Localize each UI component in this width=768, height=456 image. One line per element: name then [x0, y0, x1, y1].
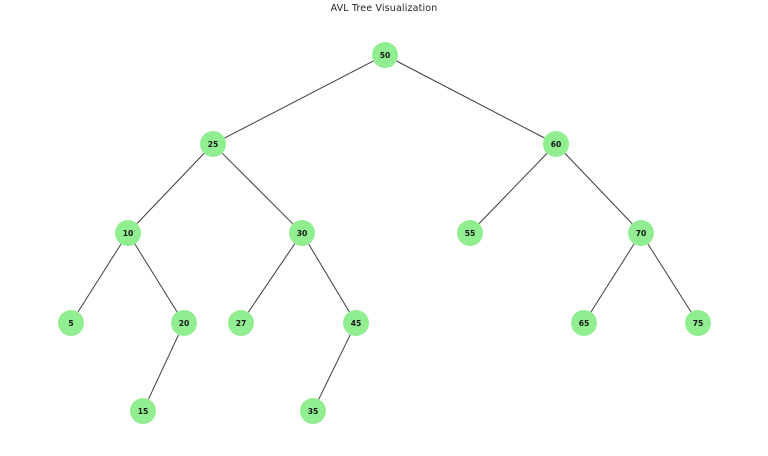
tree-edge-30-to-27 — [247, 243, 296, 313]
node-circle-20[interactable] — [171, 310, 197, 336]
node-circle-15[interactable] — [130, 398, 156, 424]
tree-node-65[interactable]: 65 — [571, 310, 597, 336]
tree-node-45[interactable]: 45 — [343, 310, 369, 336]
tree-edge-60-to-70 — [564, 153, 633, 224]
tree-edge-10-to-20 — [134, 243, 178, 313]
tree-node-70[interactable]: 70 — [628, 220, 654, 246]
tree-edge-30-to-45 — [308, 243, 350, 313]
page-title: AVL Tree Visualization — [330, 3, 438, 14]
node-circle-27[interactable] — [228, 310, 254, 336]
tree-edge-50-to-60 — [396, 60, 545, 139]
node-circle-10[interactable] — [115, 220, 141, 246]
tree-node-60[interactable]: 60 — [543, 131, 569, 157]
node-circle-70[interactable] — [628, 220, 654, 246]
tree-edge-25-to-10 — [136, 153, 205, 224]
node-circle-25[interactable] — [200, 131, 226, 157]
tree-edge-50-to-25 — [224, 60, 374, 139]
tree-node-55[interactable]: 55 — [457, 220, 483, 246]
tree-edge-25-to-30 — [221, 152, 294, 225]
node-circle-75[interactable] — [685, 310, 711, 336]
tree-edge-70-to-65 — [590, 243, 635, 313]
tree-edge-45-to-35 — [318, 334, 351, 400]
tree-edge-70-to-75 — [647, 243, 692, 313]
node-circle-5[interactable] — [58, 310, 84, 336]
node-circle-65[interactable] — [571, 310, 597, 336]
tree-node-75[interactable]: 75 — [685, 310, 711, 336]
tree-node-25[interactable]: 25 — [200, 131, 226, 157]
node-circle-30[interactable] — [289, 220, 315, 246]
tree-node-5[interactable]: 5 — [58, 310, 84, 336]
node-layer: 50 25 60 10 30 55 70 5 20 27 45 65 75 15 35 — [58, 42, 711, 424]
node-circle-60[interactable] — [543, 131, 569, 157]
node-circle-50[interactable] — [372, 42, 398, 68]
node-circle-45[interactable] — [343, 310, 369, 336]
tree-node-27[interactable]: 27 — [228, 310, 254, 336]
tree-node-10[interactable]: 10 — [115, 220, 141, 246]
tree-node-50[interactable]: 50 — [372, 42, 398, 68]
edge-layer — [77, 60, 692, 400]
tree-edge-10-to-5 — [77, 243, 122, 313]
tree-edge-20-to-15 — [148, 334, 179, 400]
tree-node-35[interactable]: 35 — [300, 398, 326, 424]
node-circle-35[interactable] — [300, 398, 326, 424]
tree-node-15[interactable]: 15 — [130, 398, 156, 424]
tree-edge-60-to-55 — [478, 153, 548, 224]
tree-node-30[interactable]: 30 — [289, 220, 315, 246]
tree-node-20[interactable]: 20 — [171, 310, 197, 336]
node-circle-55[interactable] — [457, 220, 483, 246]
